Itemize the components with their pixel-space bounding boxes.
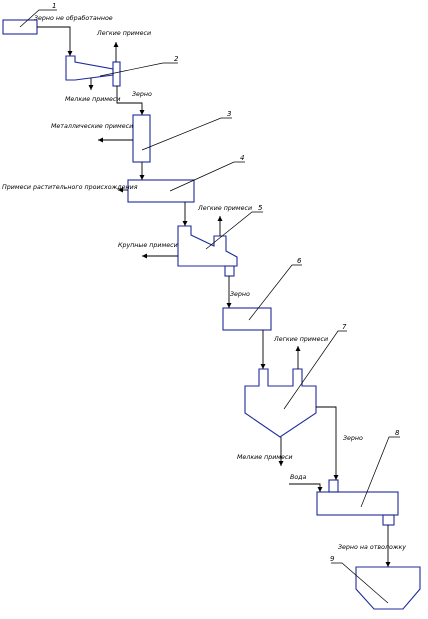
leader-6 [248,264,302,321]
position-number-3: 3 [227,110,231,118]
flow-7-to-8 [316,406,337,480]
label-grain-untreated: Зерно не обработанное [34,14,113,22]
equipment-2-separator [65,55,121,87]
leader-8 [360,436,400,508]
label-coarse-impurities: Крупные примеси [118,242,178,249]
position-number-6: 6 [297,257,302,265]
label-grain-1: Зерно [132,91,152,98]
position-number-9: 9 [330,555,335,563]
leader-2 [99,62,178,77]
label-metal-impurities: Металлические примеси [51,123,133,130]
equipment-8-washing-machine [316,479,399,526]
label-grain-to-tempering: Зерно на отволожку [338,544,406,551]
equipment-9-tempering-bin [355,566,421,610]
label-fine-impurities-1: Мелкие примеси [65,96,121,103]
position-number-7: 7 [342,323,347,331]
equipment-6-scourer [222,307,272,331]
leader-9 [331,562,389,604]
equipment-4-stone-separator [127,179,195,203]
equipment-5-aspiration-separator [177,225,238,277]
flow-2-to-3 [116,86,143,115]
label-grain-3: Зерно [343,435,363,442]
position-number-4: 4 [240,154,244,162]
leader-5 [205,211,263,250]
leader-3 [141,117,232,151]
label-fine-impurities-2: Мелкие примеси [237,454,293,461]
equipment-3-magnetic-column [132,114,151,163]
label-light-impurities-3: Легкие примеси [273,336,328,343]
position-number-2: 2 [174,55,179,63]
position-number-1: 1 [52,2,56,10]
label-water: Вода [290,474,307,481]
position-number-5: 5 [258,204,263,212]
leader-1 [19,9,57,28]
label-grain-2: Зерно [230,291,250,298]
position-number-8: 8 [395,429,400,437]
flow-1-to-2 [37,26,71,56]
label-light-impurities-2: Легкие примеси [197,205,252,212]
equipment-7-cyclone [244,368,317,438]
leader-4 [169,161,245,192]
leader-7 [283,330,347,410]
flow-arrowheads [67,42,391,567]
label-light-impurities-1: Легкие примеси [96,30,151,37]
label-plant-impurities: Примеси растительного происхождения [2,184,138,191]
flow-water-in [289,483,321,492]
